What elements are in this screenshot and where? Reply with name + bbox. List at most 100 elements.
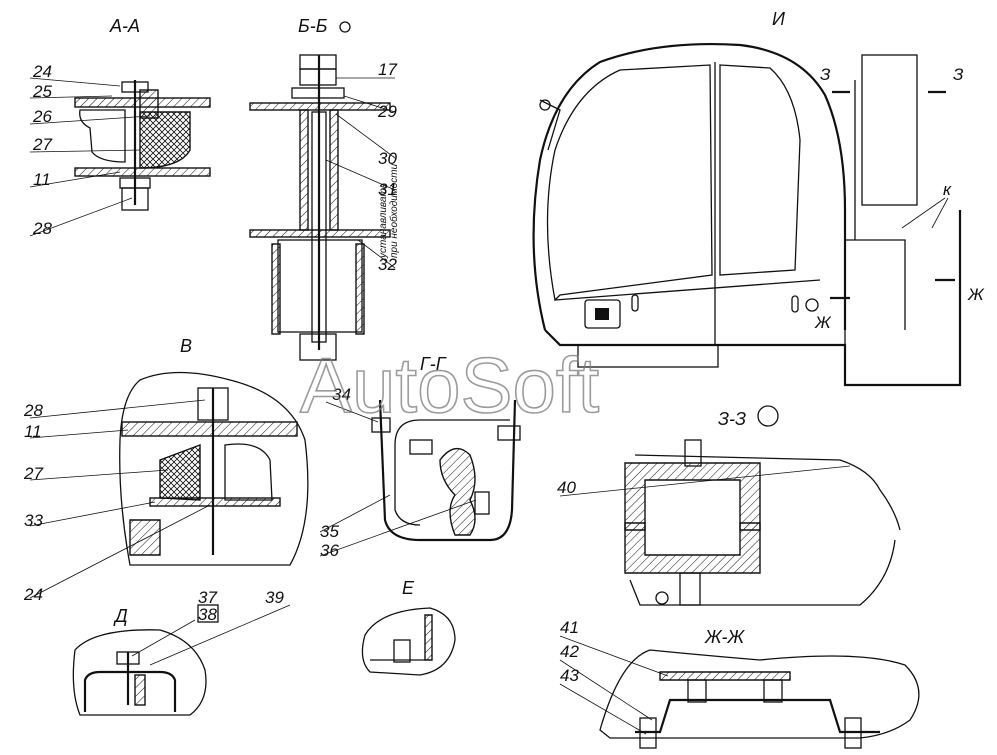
bracket-plate-v [149,497,281,507]
hinge-zz [655,591,669,605]
callout-38: 38 [198,605,217,624]
note-install-line2: при необходимости [388,163,400,258]
section-zhzh-title: Ж-Ж [704,627,746,647]
bracket-d [83,670,177,712]
callout-v-11: 11 [24,422,42,441]
section-aa: А-А 24 25 26 27 11 28 [29,16,211,238]
tube-wall-right [329,109,339,231]
rubber-v [159,443,201,501]
section-zhzh-boundary [599,649,920,739]
door-handle-box [584,299,621,329]
callout-11: 11 [33,170,51,189]
bracket-leg-v [129,519,161,556]
callout-42: 42 [560,642,579,661]
rear-panel [844,239,906,345]
callout-34: 34 [332,385,351,404]
view-i-title: И [772,9,785,29]
callout-26: 26 [32,107,52,126]
callout-v-33: 33 [24,511,43,530]
callout-box-38 [197,604,219,623]
view-e-title: Е [402,578,415,598]
view-v-boundary [119,371,309,566]
section-gg-title: Г-Г [420,354,447,374]
callout-39: 39 [265,588,284,607]
view-v: В 28 11 27 33 24 [23,336,309,604]
callout-35: 35 [320,522,339,541]
bolt-zhzh-3 [639,717,657,749]
frame-outline-zz [629,539,896,606]
break-section-gg [439,447,476,536]
view-d-boundary [72,629,207,716]
bolt-gg-2 [497,425,521,441]
marker-zh-right: Ж [967,285,985,304]
rotation-symbol [339,21,351,33]
nut-bottom [299,333,337,361]
callout-32: 32 [378,255,397,274]
spacer-d [134,674,146,706]
marker-z-left: З [820,65,831,84]
lower-frame [74,167,211,177]
watermark: AutoSoft [300,341,600,429]
door-window [719,64,801,276]
bolt-zz-bottom [679,572,701,606]
callout-24: 24 [32,62,52,81]
section-zz: З-З 40 [557,405,901,606]
latch-slot [631,294,639,312]
plate-zhzh [659,671,791,681]
marker-k: к [943,180,952,199]
note-install-line1: устанавливать [378,183,389,259]
section-gg: Г-Г 34 35 36 [319,354,521,560]
rubber-cushion [139,111,191,169]
channel-inner-left [394,445,421,526]
callout-29: 29 [377,102,397,121]
channel-inner-top [394,419,510,446]
mirror-pivot [539,99,551,111]
view-i-cab: И З З Ж Ж к [532,9,985,387]
channel-right [355,243,365,335]
callout-27: 27 [32,135,52,154]
view-v-title: В [180,336,192,356]
cab-base [544,210,962,387]
frame-rail [577,344,719,368]
marker-zh-left: Ж [814,313,832,332]
bolt-body [311,111,327,343]
tube-wall-left [299,109,309,231]
bolt-gg-3 [409,439,433,455]
view-e-boundary [361,607,456,676]
lower-channel-zz [624,522,761,574]
frame-plate [249,229,391,238]
channel-zhzh [635,698,880,734]
bolt-zz-top [684,439,702,467]
section-zhzh: Ж-Ж 41 42 43 [559,618,920,749]
door-lock [595,308,609,320]
callout-28: 28 [32,219,52,238]
channel-left [271,243,281,335]
washer [139,89,159,119]
rear-column [861,54,918,206]
callout-37: 37 [198,588,217,607]
view-d: Д 37 38 39 [72,588,291,716]
latch-slot-2 [791,295,799,313]
channel-gg [378,399,517,542]
view-e: Е [361,578,456,676]
section-bb-title: Б-Б [298,16,328,36]
callout-v-28: 28 [23,401,43,420]
front-window [546,64,713,302]
view-d-title: Д [113,606,128,626]
callout-43: 43 [560,666,579,685]
bolt-gg-1 [371,417,391,433]
bolt-gg-4 [474,491,490,515]
bolt-e [393,639,411,663]
mount-body [79,109,126,163]
side-mirror [539,99,561,151]
bolt-zhzh-4 [844,717,862,749]
callout-17: 17 [378,60,397,79]
belt-line [554,279,821,301]
callout-v-24: 24 [23,585,43,604]
nut-lower-2 [121,187,149,211]
callout-25: 25 [32,82,52,101]
callout-41: 41 [560,618,579,637]
callout-40: 40 [557,478,576,497]
